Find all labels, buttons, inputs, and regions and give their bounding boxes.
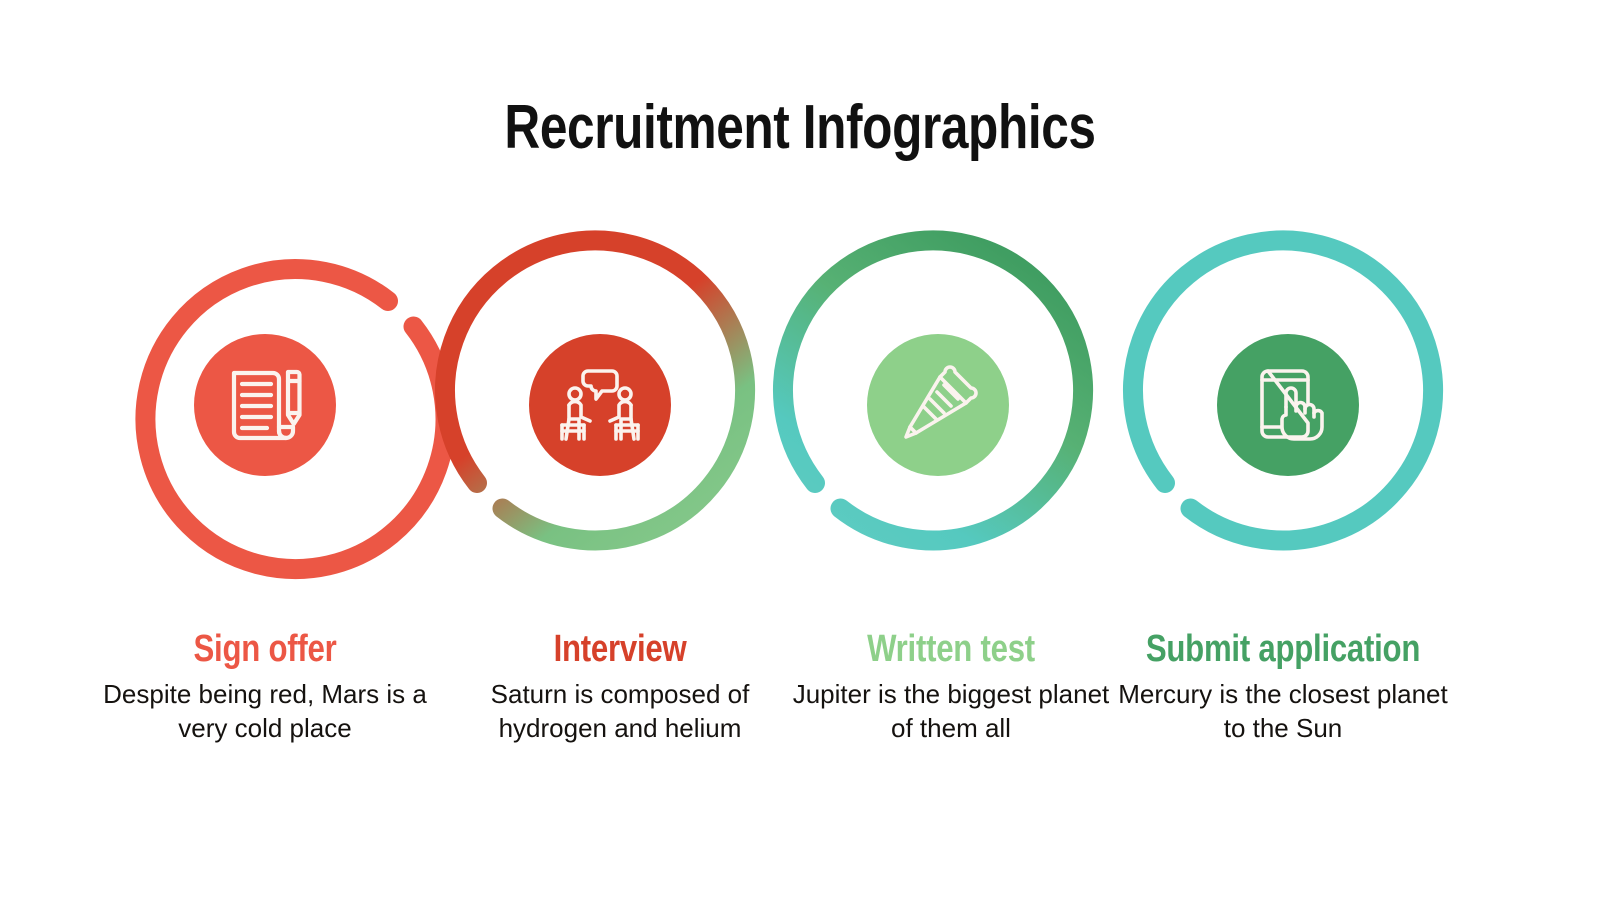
step-caption-2: Interview Saturn is composed of hydrogen…: [440, 628, 800, 745]
step-caption-4: Submit application Mercury is the closes…: [1103, 628, 1463, 745]
icon-circle-4: [1217, 334, 1359, 476]
step-title-3: Written test: [867, 628, 1035, 670]
step-ring-1: [135, 259, 456, 580]
page-title: Recruitment Infographics: [504, 92, 1096, 162]
interview-people-icon: [560, 369, 640, 441]
step-ring-4: [1123, 230, 1444, 551]
step-description-2: Saturn is composed of hydrogen and heliu…: [490, 678, 750, 743]
step-description-4: Mercury is the closest planet to the Sun: [1118, 678, 1448, 743]
step-description-1: Despite being red, Mars is a very cold p…: [103, 678, 427, 743]
step-ring-2: [435, 230, 756, 551]
pencil-icon: [904, 365, 978, 439]
step-title-4: Submit application: [1145, 628, 1421, 670]
step-caption-3: Written test Jupiter is the biggest plan…: [771, 628, 1131, 745]
step-title-2: Interview: [553, 628, 687, 670]
step-ring-3: [773, 230, 1094, 551]
step-caption-1: Sign offer Despite being red, Mars is a …: [85, 628, 445, 745]
contract-signing-icon: [231, 369, 302, 441]
rings-svg: [135, 230, 1444, 580]
step-description-3: Jupiter is the biggest planet of them al…: [792, 678, 1110, 743]
mobile-tap-icon: [1260, 369, 1324, 441]
step-title-1: Sign offer: [193, 628, 337, 670]
captions-row: Sign offer Despite being red, Mars is a …: [0, 628, 1600, 788]
rings-diagram: [0, 170, 1600, 640]
icon-circle-2: [529, 334, 671, 476]
